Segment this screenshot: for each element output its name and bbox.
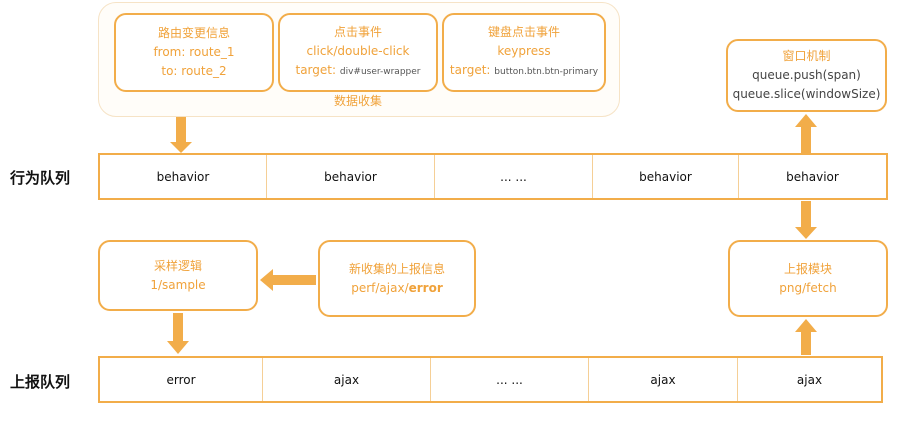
window-slice: queue.slice(windowSize)	[732, 87, 881, 101]
new-report-info-card: 新收集的上报信息 perf/ajax/error	[318, 240, 476, 317]
window-mechanism-card: 窗口机制 queue.push(span) queue.slice(window…	[726, 39, 887, 112]
report-cell: ajax	[263, 358, 431, 401]
report-cell: ajax	[796, 372, 823, 387]
keyboard-target-value: button.btn.btn-primary	[494, 67, 599, 77]
click-target-label: target:	[295, 63, 337, 77]
route-change-card: 路由变更信息 from: route_1 to: route_2	[114, 13, 274, 92]
report-module-card: 上报模块 png/fetch	[728, 240, 888, 317]
new-info-types: perf/ajax/error	[351, 280, 443, 295]
window-push: queue.push(span)	[752, 68, 861, 82]
keyboard-event-target: target: button.btn.btn-primary	[450, 61, 598, 82]
arrow-up-icon	[795, 319, 817, 355]
report-queue: error ajax ... ... ajax ajax	[98, 356, 883, 403]
report-module-method: png/fetch	[779, 280, 837, 295]
route-change-title: 路由变更信息	[157, 26, 230, 40]
click-event-types: click/double-click	[306, 44, 410, 58]
click-event-card: 点击事件 click/double-click target: div#user…	[278, 13, 438, 92]
new-info-title: 新收集的上报信息	[348, 261, 445, 276]
report-cell: ajax	[589, 358, 738, 401]
click-target-value: div#user-wrapper	[339, 67, 421, 77]
behavior-cell: behavior	[267, 155, 435, 198]
sample-logic-card: 采样逻辑 1/sample	[98, 240, 258, 311]
click-event-target: target: div#user-wrapper	[296, 61, 421, 82]
sample-title: 采样逻辑	[153, 258, 202, 273]
behavior-cell: behavior	[786, 169, 839, 184]
behavior-queue: behavior behavior ... ... behavior behav…	[98, 153, 888, 200]
click-event-title: 点击事件	[333, 25, 382, 39]
arrow-up-icon	[795, 114, 817, 153]
data-collection-label: 数据收集	[333, 94, 382, 108]
report-cell: error	[100, 358, 263, 401]
behavior-cell: behavior	[593, 155, 739, 198]
keyboard-event-type: keypress	[497, 44, 551, 58]
route-from: from: route_1	[153, 45, 235, 59]
keyboard-event-title: 键盘点击事件	[487, 25, 560, 39]
keyboard-event-card: 键盘点击事件 keypress target: button.btn.btn-p…	[442, 13, 606, 92]
keyboard-target-label: target:	[449, 63, 491, 77]
behavior-queue-label: 行为队列	[10, 169, 71, 187]
behavior-cell: behavior	[100, 155, 267, 198]
sample-rate: 1/sample	[150, 277, 206, 292]
arrow-down-icon	[167, 313, 189, 354]
behavior-cell: ... ...	[435, 155, 593, 198]
report-cell: ... ...	[431, 358, 589, 401]
window-title: 窗口机制	[782, 49, 831, 63]
route-to: to: route_2	[161, 64, 227, 78]
arrow-down-icon	[795, 201, 817, 239]
report-module-title: 上报模块	[783, 261, 832, 276]
arrow-left-icon	[260, 269, 316, 291]
report-queue-label: 上报队列	[10, 373, 71, 391]
arrow-down-icon	[170, 117, 192, 153]
